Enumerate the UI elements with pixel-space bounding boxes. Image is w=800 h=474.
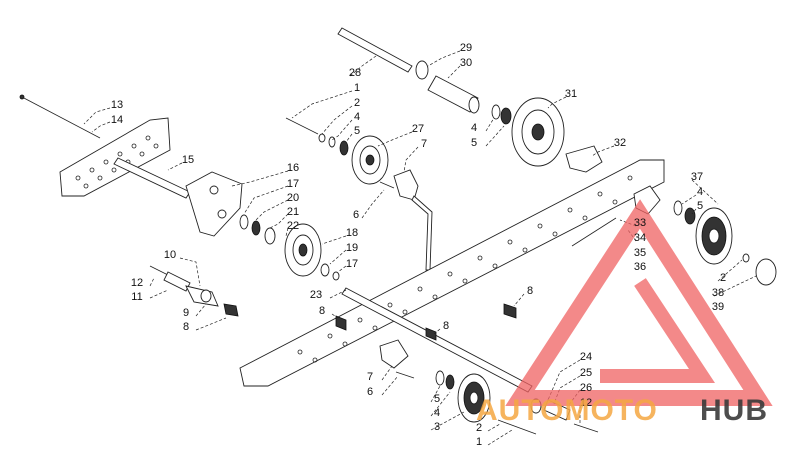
watermark-text-right: HUB (700, 394, 768, 427)
leader-lines (83, 50, 757, 446)
nut-8-mid (425, 327, 437, 341)
callout-11: 11 (131, 291, 142, 303)
watermark-text-left: AUTOMOTO (476, 394, 658, 427)
washer-stack-right (673, 200, 696, 225)
callout-29: 29 (460, 42, 472, 54)
watermark-triangle-logo (505, 199, 773, 406)
callout-14: 14 (111, 114, 123, 126)
callout-12: 12 (131, 277, 143, 289)
callout-23: 23 (310, 289, 322, 301)
callout-6: 6 (367, 386, 373, 398)
callout-4: 4 (697, 186, 703, 198)
arm-7 (379, 169, 433, 271)
callout-8: 8 (443, 320, 449, 332)
washer-stack-left (239, 214, 276, 245)
callout-27: 27 (412, 123, 424, 135)
callout-36: 36 (634, 261, 646, 273)
callout-31: 31 (565, 88, 577, 100)
callout-35: 35 (634, 247, 646, 259)
callout-34: 34 (634, 232, 646, 244)
nut-8-left (335, 315, 347, 331)
spacer-17 (332, 271, 340, 281)
idler-wheel-27 (351, 135, 389, 185)
callout-16: 16 (287, 162, 299, 174)
bolt-1-upper (285, 117, 349, 156)
shaft-28 (337, 27, 413, 73)
callout-10: 10 (164, 249, 176, 261)
callout-3: 3 (434, 421, 440, 433)
callout-24: 24 (580, 351, 592, 363)
callout-13: 13 (111, 99, 123, 111)
callout-2: 2 (476, 422, 482, 434)
bracket-16 (185, 171, 243, 237)
bolt-36 (571, 217, 617, 247)
axle-15 (113, 157, 191, 199)
callout-5: 5 (354, 125, 360, 137)
bearing-5-upper (500, 107, 512, 125)
callout-1: 1 (476, 436, 482, 448)
callout-17: 17 (287, 178, 299, 190)
callout-7: 7 (421, 138, 427, 150)
callout-28: 28 (349, 67, 361, 79)
callout-5: 5 (697, 200, 703, 212)
callout-32: 32 (614, 137, 626, 149)
callout-39: 39 (712, 301, 724, 313)
callout-33: 33 (634, 217, 646, 229)
callout-30: 30 (460, 57, 472, 69)
callout-18: 18 (346, 227, 358, 239)
callout-25: 25 (580, 367, 592, 379)
callout-4: 4 (434, 407, 440, 419)
callout-37: 37 (691, 171, 703, 183)
bolt-1-lower (497, 419, 537, 435)
callout-26: 26 (580, 382, 592, 394)
washer-29 (415, 60, 429, 80)
callout-5: 5 (471, 137, 477, 149)
callout-4: 4 (354, 111, 360, 123)
wheel-37 (695, 207, 733, 265)
callout-15: 15 (182, 154, 194, 166)
shaft-13 (19, 94, 101, 139)
hub-cap-39 (742, 253, 777, 286)
nut-8-rear (503, 303, 517, 319)
spacer-30 (427, 75, 480, 114)
idler-wheel-18 (284, 223, 322, 277)
callout-7: 7 (367, 371, 373, 383)
callout-5: 5 (434, 393, 440, 405)
callout-2: 2 (354, 97, 360, 109)
bracket-7-lower (379, 339, 415, 379)
callout-8: 8 (527, 285, 533, 297)
callout-38: 38 (712, 287, 724, 299)
callout-17: 17 (346, 258, 358, 270)
callout-12: 12 (580, 397, 592, 409)
callout-8: 8 (183, 321, 189, 333)
left-rail (59, 117, 171, 197)
callout-19: 19 (346, 242, 358, 254)
callout-8: 8 (319, 305, 325, 317)
callout-6: 6 (353, 209, 359, 221)
hardware-left (149, 265, 239, 317)
callout-2: 2 (720, 272, 726, 284)
callout-20: 20 (287, 192, 299, 204)
bogie-wheel-3 (435, 370, 491, 423)
callout-21: 21 (287, 206, 299, 218)
washer-19 (320, 263, 330, 277)
callout-22: 22 (287, 220, 299, 232)
callout-4: 4 (471, 122, 477, 134)
callout-1: 1 (354, 82, 360, 94)
washer-4-upper (491, 104, 501, 120)
idler-wheel-31 (511, 97, 565, 167)
callout-9: 9 (183, 307, 189, 319)
